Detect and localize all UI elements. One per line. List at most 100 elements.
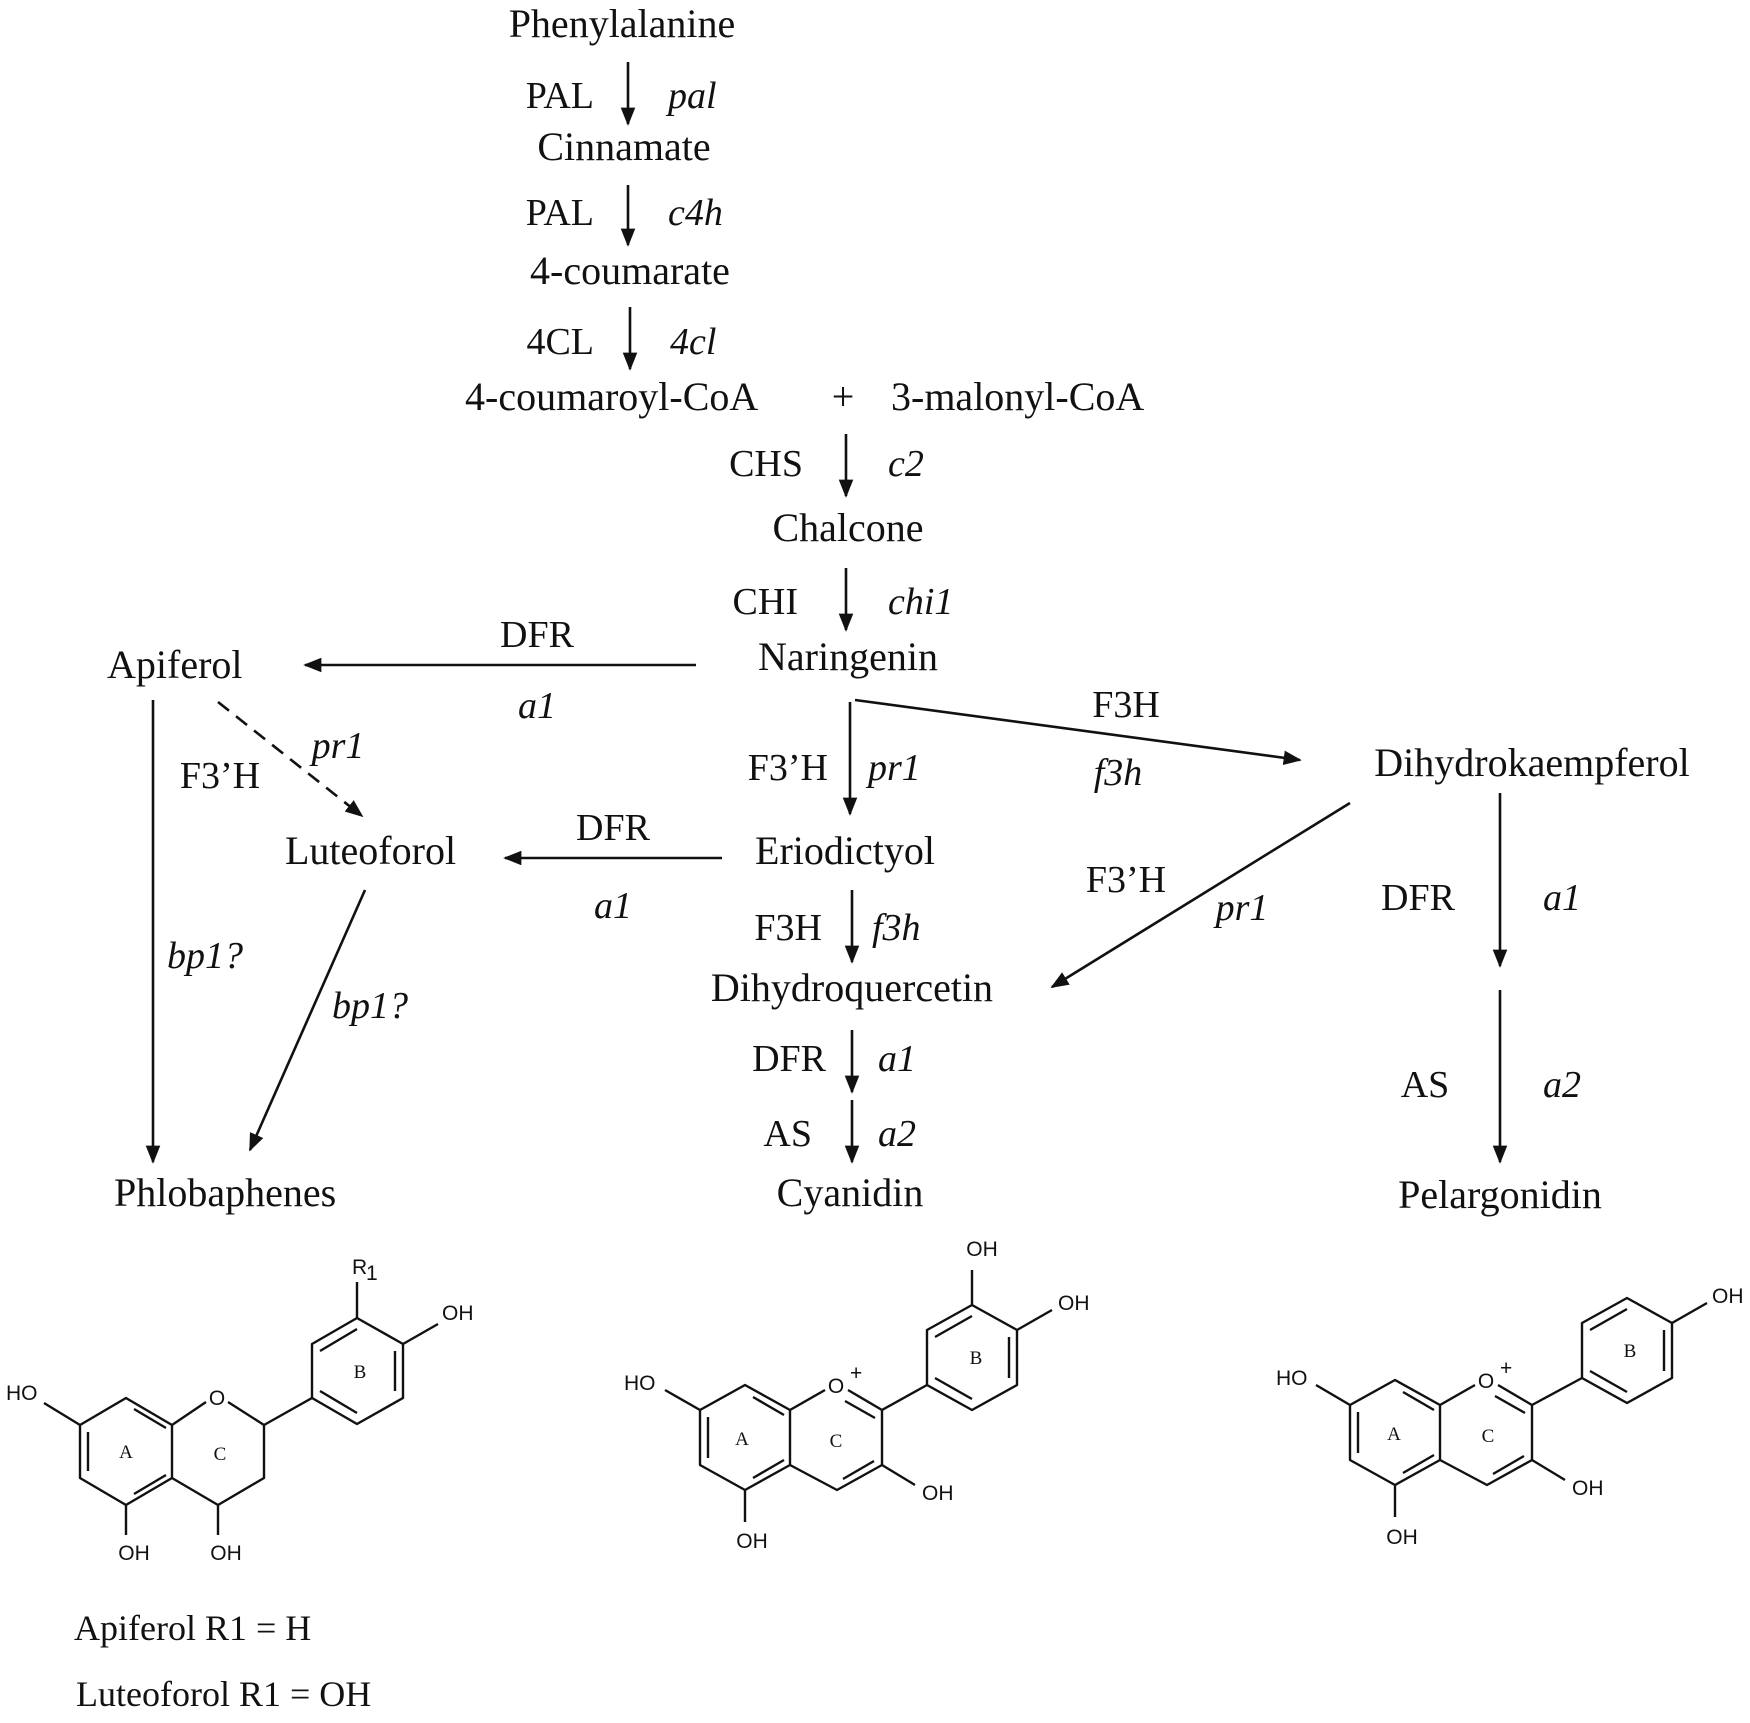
- gene-label: pr1: [309, 725, 365, 767]
- enzyme-label: AS: [1401, 1064, 1450, 1106]
- atom-label: OH: [922, 1482, 954, 1505]
- gene-label: c4h: [668, 192, 723, 234]
- atom-label: OH: [1386, 1526, 1418, 1549]
- gene-label: a1: [518, 685, 556, 727]
- substituent-bonds: [1315, 1301, 1708, 1517]
- ring-label: A: [119, 1442, 133, 1463]
- gene-label: pal: [665, 75, 717, 117]
- ring-a-double-bonds: [1356, 1390, 1435, 1475]
- ring-b-double-bonds: [934, 1314, 1011, 1401]
- ring-label: C: [1482, 1426, 1495, 1447]
- compound-eriodictyol: Eriodictyol: [755, 828, 935, 873]
- gene-label: pr1: [1213, 887, 1269, 929]
- caption-luteoforol: Luteoforol R1 = OH: [76, 1674, 371, 1714]
- arrow-nar-dhk: [854, 698, 1302, 766]
- arrow-lut-phlob: [248, 889, 367, 1152]
- ring-label: A: [735, 1429, 749, 1450]
- ring-label: C: [214, 1444, 227, 1465]
- atom-label: O: [1478, 1370, 1494, 1393]
- ring-label: C: [830, 1431, 843, 1452]
- enzyme-label: DFR: [576, 807, 651, 849]
- ring-a-double-bonds: [706, 1395, 785, 1480]
- enzyme-label: F3’H: [1086, 859, 1166, 901]
- gene-label: c2: [888, 443, 924, 485]
- ring-label: B: [1624, 1341, 1637, 1362]
- ring-c-double-bonds: [842, 1399, 876, 1481]
- atom-label: OH: [1712, 1285, 1744, 1308]
- enzyme-label: DFR: [1381, 877, 1456, 919]
- compound-cyanidin: Cyanidin: [777, 1170, 924, 1215]
- atom-label: OH: [966, 1238, 998, 1261]
- compound-dihydrokaempferol: Dihydrokaempferol: [1374, 740, 1689, 785]
- atom-label: OH: [210, 1542, 242, 1565]
- enzyme-label: DFR: [500, 614, 575, 656]
- enzyme-label: 4CL: [526, 321, 594, 363]
- structure-pelargonidin: OH HO O + OH OH A C B: [1276, 1285, 1744, 1549]
- atom-label: HO: [624, 1372, 656, 1395]
- arrow-api-lut-dashed: [217, 700, 364, 818]
- ring-label: B: [354, 1362, 367, 1383]
- ring-label: A: [1387, 1424, 1401, 1445]
- enzyme-label: F3’H: [748, 747, 828, 789]
- ring-a-double-bonds: [86, 1407, 167, 1496]
- structure-flavan-4-ol: R 1 OH HO O OH OH A C B: [6, 1256, 474, 1565]
- atom-label: OH: [442, 1302, 474, 1325]
- gene-label: a1: [1543, 877, 1581, 919]
- enzyme-label: PAL: [526, 192, 594, 234]
- gene-label: chi1: [888, 581, 953, 623]
- compound-apiferol: Apiferol: [107, 642, 243, 687]
- gene-label: a1: [594, 885, 632, 927]
- compound-naringenin: Naringenin: [758, 634, 938, 679]
- ring-b-link: [1531, 1376, 1583, 1407]
- atom-label: O: [209, 1387, 225, 1410]
- enzyme-label: CHS: [729, 443, 803, 485]
- gene-label: 4cl: [670, 321, 716, 363]
- gene-label: f3h: [872, 907, 921, 949]
- atom-label: HO: [1276, 1367, 1308, 1390]
- enzyme-label: F3’H: [180, 755, 260, 797]
- ring-b-link: [881, 1383, 928, 1412]
- structure-cyanidin: OH OH HO O + OH OH A C B: [624, 1238, 1090, 1553]
- substituent-bonds: [664, 1270, 1053, 1522]
- enzyme-label: CHI: [733, 581, 798, 623]
- ring-c-double-bonds: [1492, 1394, 1526, 1476]
- compound-pelargonidin: Pelargonidin: [1398, 1172, 1602, 1217]
- enzyme-label: F3H: [1092, 684, 1160, 726]
- compound-4-coumaroyl-coa: 4-coumaroyl-CoA: [465, 374, 758, 419]
- atom-label: O: [828, 1375, 844, 1398]
- atom-label: +: [850, 1362, 862, 1385]
- gene-label: bp1?: [332, 985, 408, 1027]
- enzyme-label: DFR: [752, 1038, 827, 1080]
- compound-cinnamate: Cinnamate: [537, 124, 710, 169]
- ring-b-link: [263, 1396, 313, 1427]
- gene-label: pr1: [865, 747, 921, 789]
- enzyme-label: PAL: [526, 75, 594, 117]
- plus-sign: +: [832, 374, 855, 419]
- enzyme-label: F3H: [754, 907, 822, 949]
- enzyme-label: AS: [763, 1113, 812, 1155]
- ring-b-double-bonds: [1589, 1307, 1666, 1394]
- atom-label: R: [352, 1256, 367, 1279]
- compound-luteoforol: Luteoforol: [285, 828, 456, 873]
- compound-4-coumarate: 4-coumarate: [530, 248, 730, 293]
- ring-c-bonds: [171, 1400, 266, 1507]
- atom-label: OH: [1572, 1477, 1604, 1500]
- gene-label: f3h: [1094, 752, 1143, 794]
- ring-label: B: [970, 1348, 983, 1369]
- compound-3-malonyl-coa: 3-malonyl-CoA: [891, 374, 1144, 419]
- atom-label: OH: [1058, 1292, 1090, 1315]
- caption-apiferol: Apiferol R1 = H: [74, 1608, 311, 1648]
- compound-chalcone: Chalcone: [772, 505, 923, 550]
- substituent-bonds: [43, 1282, 439, 1535]
- atom-label: HO: [6, 1382, 38, 1405]
- gene-label: a2: [878, 1113, 916, 1155]
- arrow-dhk-dhq: [1050, 801, 1351, 989]
- gene-label: a2: [1543, 1064, 1581, 1106]
- atom-label: +: [1500, 1357, 1512, 1380]
- atom-label: OH: [736, 1530, 768, 1553]
- compound-phlobaphenes: Phlobaphenes: [114, 1170, 336, 1215]
- ring-b-double-bonds: [319, 1327, 397, 1415]
- compound-phenylalanine: Phenylalanine: [509, 1, 736, 46]
